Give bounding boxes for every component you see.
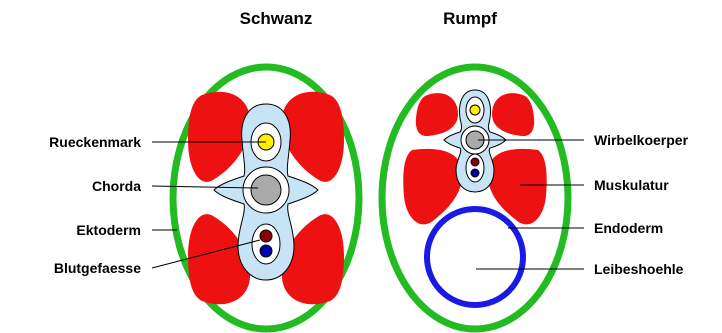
label-endoderm: Endoderm: [594, 220, 663, 236]
label-leibeshoehle: Leibeshoehle: [594, 261, 684, 277]
trunk-cross-section: [382, 67, 568, 329]
label-rueckenmark: Rueckenmark: [49, 134, 141, 150]
label-wirbelkoerper: Wirbelkoerper: [594, 132, 689, 148]
left-labels: Rueckenmark Chorda Ektoderm Blutgefaesse: [49, 134, 141, 276]
vein: [260, 245, 272, 257]
tail-cross-section: [173, 67, 359, 329]
vein: [471, 169, 479, 177]
title-schwanz: Schwanz: [240, 9, 313, 28]
artery: [260, 230, 272, 242]
label-chorda: Chorda: [92, 178, 141, 194]
artery: [471, 158, 479, 166]
endoderm-ring: [427, 209, 523, 305]
spinal-cord: [470, 105, 480, 115]
label-blutgefaesse: Blutgefaesse: [54, 260, 141, 276]
title-rumpf: Rumpf: [443, 9, 497, 28]
label-muskulatur: Muskulatur: [594, 177, 669, 193]
notochord: [251, 175, 281, 205]
label-ektoderm: Ektoderm: [76, 222, 141, 238]
right-labels: Wirbelkoerper Muskulatur Endoderm Leibes…: [594, 132, 689, 277]
